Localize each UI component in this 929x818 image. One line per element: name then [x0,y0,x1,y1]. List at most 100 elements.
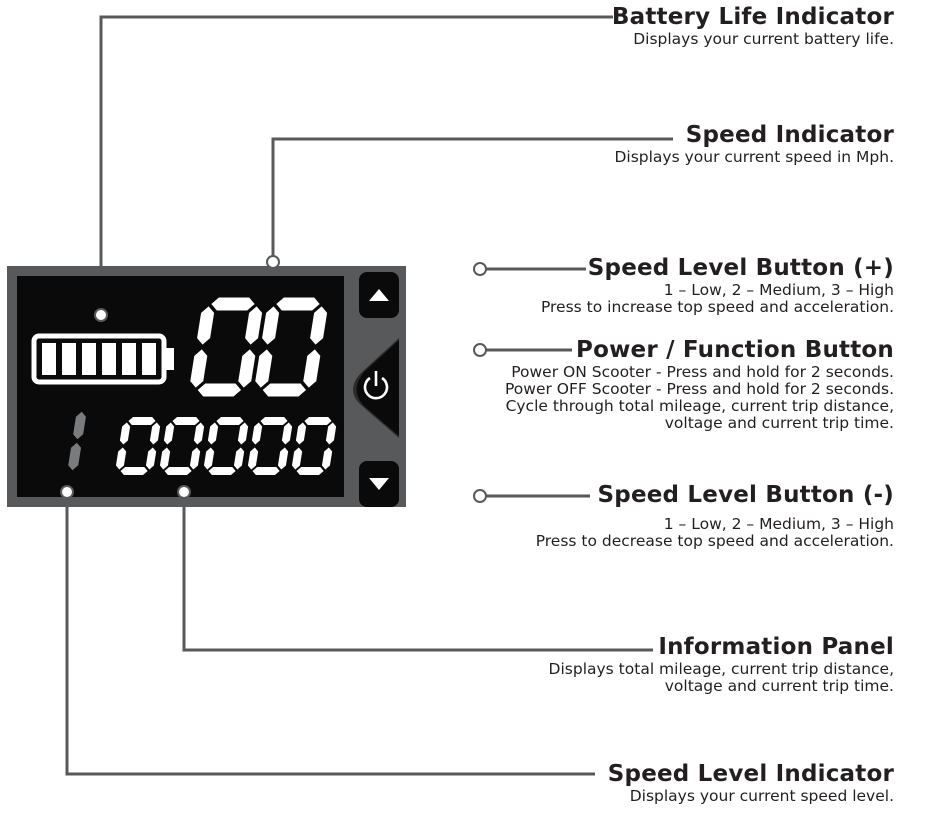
battery-callout-dot [94,308,108,322]
info-digit-segment [252,467,280,475]
power-function-desc-line: Power ON Scooter - Press and hold for 2 … [511,363,894,381]
speed-digit-segment [276,297,320,311]
info-digit [115,417,161,475]
battery-bar [82,343,96,375]
battery-bar [122,343,136,375]
power-function-desc-line: voltage and current trip time. [664,414,894,432]
speed-down-desc: 1 – Low, 2 – Medium, 3 – High Press to d… [536,516,894,550]
info-digit-segment [207,422,219,445]
information-panel-desc-line: voltage and current trip time. [664,677,894,695]
battery-life-desc-line: Displays your current battery life. [633,30,894,48]
battery-icon [31,333,174,385]
info-panel-leader-line [182,494,653,652]
info-digit-segment [260,417,288,425]
info-digit-segment [208,467,236,475]
info-digit [203,417,249,475]
info-digit-segment [128,417,156,425]
info-digit-segment [304,417,332,425]
speed-up-desc-line: Press to increase top speed and accelera… [540,298,894,316]
speed-indicator-leader-line [271,137,673,260]
speed-indicator-title: Speed Indicator [685,122,894,148]
speed-digit-segment [310,306,328,345]
power-function-callout: Power / Function Button Power ON Scooter… [505,337,894,432]
arrow-down-icon [369,478,389,490]
speed-down-callout: Speed Level Button (-) 1 – Low, 2 – Medi… [536,482,894,550]
info-digit-segment [163,422,175,445]
information-panel-callout: Information Panel Displays total mileage… [549,634,894,695]
speed-digit-segment [245,306,263,345]
speed-digit-segment [211,297,255,311]
info-digit-segment [295,422,307,445]
speed-down-button[interactable] [359,461,399,507]
power-function-desc: Power ON Scooter - Press and hold for 2 … [505,364,894,432]
info-digit-segment [281,422,293,445]
speed-level-title: Speed Level Indicator [607,761,894,787]
power-function-button[interactable] [356,340,400,436]
info-digit-segment [247,447,259,470]
speed-up-desc: 1 – Low, 2 – Medium, 3 – High Press to i… [541,282,894,316]
speed-digit-segment [303,349,321,388]
power-button-face[interactable] [356,340,400,436]
speed-level-leader-line [65,494,595,776]
battery-leader-line [99,15,613,312]
information-panel-digits [115,417,337,475]
battery-bar [42,343,56,375]
speed-down-desc-line: 1 – Low, 2 – Medium, 3 – High [663,515,894,533]
speed-digit [190,297,263,397]
speed-digit-segment [190,349,208,388]
battery-life-title: Battery Life Indicator [611,4,894,30]
speed-up-button[interactable] [359,272,399,318]
info-digit-segment [159,447,171,470]
info-digit-segment [193,422,205,445]
info-digit [291,417,337,475]
information-panel-desc: Displays total mileage, current trip dis… [549,661,894,695]
level-digit-segment [73,411,86,440]
battery-bars [42,343,156,375]
leader-lines [65,15,673,776]
info-digit-segment [233,447,245,470]
info-digit-segment [120,467,148,475]
info-digit-segment [172,417,200,425]
info-digit-segment [119,422,131,445]
power-icon [363,376,389,400]
speed-digits [190,297,328,397]
info-digit-segment [164,467,192,475]
power-function-desc-line: Power OFF Scooter - Press and hold for 2… [504,380,894,398]
info-panel-callout-dot [177,485,191,499]
info-digit-segment [325,422,337,445]
speed-down-title: Speed Level Button (-) [597,482,894,508]
info-digit-segment [251,422,263,445]
info-digit [159,417,205,475]
speed-level-desc: Displays your current speed level. [608,788,894,805]
speed-digit-segment [238,349,256,388]
battery-bar [62,343,76,375]
battery-life-callout: Battery Life Indicator Displays your cur… [612,4,894,48]
info-digit-segment [115,447,127,470]
speed-level-digit [68,411,86,471]
battery-life-desc: Displays your current battery life. [612,31,894,48]
speed-indicator-callout: Speed Indicator Displays your current sp… [614,122,894,166]
info-digit-segment [237,422,249,445]
speed-indicator-desc-line: Displays your current speed in Mph. [614,148,894,166]
info-digit-segment [189,447,201,470]
battery-bar [102,343,116,375]
callout-dots [60,255,487,503]
speed-level-callout: Speed Level Indicator Displays your curr… [608,761,894,805]
speed-digit [255,297,328,397]
speed-indicator-callout-dot [266,255,280,269]
info-digit-segment [291,447,303,470]
speed-digit-segment [197,383,242,397]
speed-up-callout-dot [473,262,487,276]
speed-up-desc-line: 1 – Low, 2 – Medium, 3 – High [663,281,894,299]
speed-up-title: Speed Level Button (+) [587,255,894,281]
speed-down-callout-dot [473,489,487,503]
info-digit-segment [321,447,333,470]
info-digit-segment [145,447,157,470]
level-digit [68,411,86,471]
power-function-title: Power / Function Button [576,337,894,363]
information-panel-title: Information Panel [658,634,894,660]
info-digit-segment [296,467,324,475]
battery-terminal [164,348,174,370]
speed-digit-segment [197,306,215,345]
